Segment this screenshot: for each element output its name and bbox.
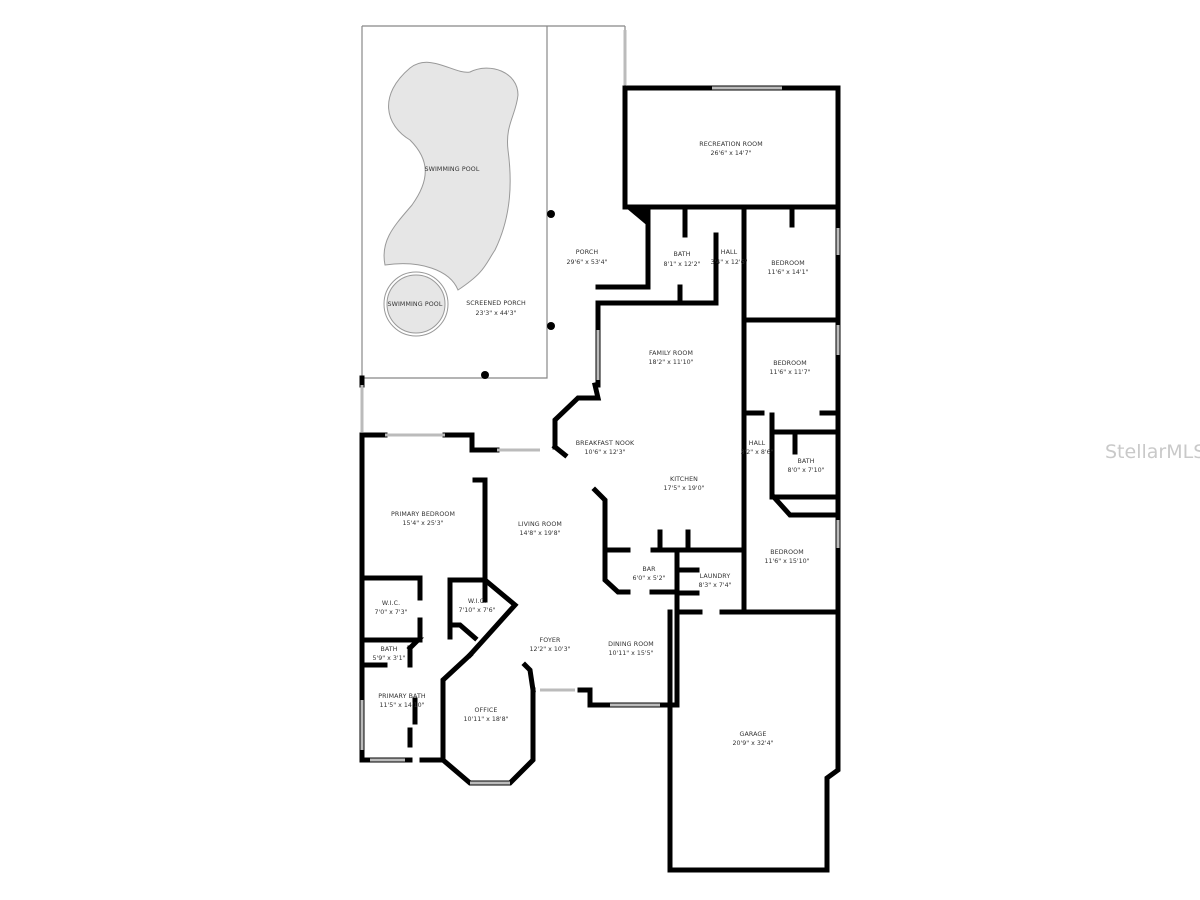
watermark: StellarMLS xyxy=(1105,441,1200,463)
svg-text:7'0" x 7'3": 7'0" x 7'3" xyxy=(374,609,407,616)
svg-text:3'2" x 8'6": 3'2" x 8'6" xyxy=(740,449,773,456)
svg-text:BATH: BATH xyxy=(380,646,397,653)
room-bedroom-2: BEDROOM 11'6" x 11'7" xyxy=(769,360,810,376)
svg-text:12'2" x 10'3": 12'2" x 10'3" xyxy=(529,646,570,653)
svg-text:BATH: BATH xyxy=(673,251,690,258)
room-primary-bedroom: PRIMARY BEDROOM 15'4" x 25'3" xyxy=(391,511,455,527)
room-labels: RECREATION ROOM 26'6" x 14'7" SWIMMING PO… xyxy=(372,141,824,747)
svg-text:LIVING ROOM: LIVING ROOM xyxy=(518,521,562,528)
svg-text:8'1" x 12'2": 8'1" x 12'2" xyxy=(663,261,700,268)
room-family-room: FAMILY ROOM 18'2" x 11'10" xyxy=(648,350,693,366)
svg-text:PORCH: PORCH xyxy=(576,249,599,256)
room-foyer: FOYER 12'2" x 10'3" xyxy=(529,637,570,653)
svg-text:LAUNDRY: LAUNDRY xyxy=(700,573,731,580)
svg-text:7'10" x 7'6": 7'10" x 7'6" xyxy=(458,607,495,614)
svg-text:RECREATION ROOM: RECREATION ROOM xyxy=(699,141,763,148)
svg-text:BAR: BAR xyxy=(642,566,656,573)
svg-text:29'6" x 53'4": 29'6" x 53'4" xyxy=(566,259,607,266)
svg-text:11'6" x 15'10": 11'6" x 15'10" xyxy=(764,558,809,565)
svg-text:BEDROOM: BEDROOM xyxy=(773,360,807,367)
room-hall-2: HALL 3'2" x 8'6" xyxy=(740,440,773,456)
svg-text:11'6" x 11'7": 11'6" x 11'7" xyxy=(769,369,810,376)
room-recreation-room: RECREATION ROOM 26'6" x 14'7" xyxy=(699,141,763,157)
room-hall-1: HALL 3'4" x 12'6" xyxy=(710,249,747,266)
room-bedroom-3: BEDROOM 11'6" x 15'10" xyxy=(764,549,809,565)
room-laundry: LAUNDRY 8'3" x 7'4" xyxy=(698,573,731,589)
swimming-pool-small xyxy=(383,271,449,337)
svg-text:HALL: HALL xyxy=(749,440,766,447)
room-garage: GARAGE 20'9" x 32'4" xyxy=(732,731,773,747)
room-bedroom-1: BEDROOM 11'6" x 14'1" xyxy=(767,260,808,276)
svg-text:20'9" x 32'4": 20'9" x 32'4" xyxy=(732,740,773,747)
room-living-room: LIVING ROOM 14'8" x 19'8" xyxy=(518,521,562,537)
svg-text:SWIMMING POOL: SWIMMING POOL xyxy=(388,301,443,308)
svg-text:10'11" x 15'5": 10'11" x 15'5" xyxy=(608,650,653,657)
svg-text:FAMILY ROOM: FAMILY ROOM xyxy=(649,350,693,357)
svg-text:HALL: HALL xyxy=(721,249,738,256)
room-bath-3: BATH 5'9" x 3'1" xyxy=(372,646,405,662)
room-kitchen: KITCHEN 17'5" x 19'0" xyxy=(663,476,704,492)
room-swimming-pool-large: SWIMMING POOL xyxy=(425,166,480,173)
svg-text:5'9" x 3'1": 5'9" x 3'1" xyxy=(372,655,405,662)
svg-text:17'5" x 19'0": 17'5" x 19'0" xyxy=(663,485,704,492)
room-screened-porch: SCREENED PORCH 23'3" x 44'3" xyxy=(466,300,526,317)
svg-text:15'4" x 25'3": 15'4" x 25'3" xyxy=(402,520,443,527)
svg-text:18'2" x 11'10": 18'2" x 11'10" xyxy=(648,359,693,366)
svg-text:W.I.C.: W.I.C. xyxy=(382,600,400,607)
svg-text:PRIMARY BEDROOM: PRIMARY BEDROOM xyxy=(391,511,455,518)
room-bar: BAR 6'0" x 5'2" xyxy=(632,566,665,582)
swimming-pool-large xyxy=(383,61,519,291)
room-primary-bath: PRIMARY BATH 11'5" x 14'10" xyxy=(378,693,426,709)
svg-text:SWIMMING POOL: SWIMMING POOL xyxy=(425,166,480,173)
svg-text:SCREENED PORCH: SCREENED PORCH xyxy=(466,300,526,307)
room-office: OFFICE 10'11" x 18'8" xyxy=(463,707,508,723)
svg-text:OFFICE: OFFICE xyxy=(474,707,497,714)
room-dining-room: DINING ROOM 10'11" x 15'5" xyxy=(608,641,654,657)
room-bath-2: BATH 8'0" x 7'10" xyxy=(787,458,824,474)
svg-text:BATH: BATH xyxy=(797,458,814,465)
svg-text:FOYER: FOYER xyxy=(540,637,561,644)
svg-text:BEDROOM: BEDROOM xyxy=(771,260,805,267)
svg-text:BEDROOM: BEDROOM xyxy=(770,549,804,556)
screened-porch-outline xyxy=(361,25,626,432)
room-breakfast-nook: BREAKFAST NOOK 10'6" x 12'3" xyxy=(576,440,635,456)
room-swimming-pool-small: SWIMMING POOL xyxy=(388,301,443,308)
svg-text:GARAGE: GARAGE xyxy=(740,731,767,738)
svg-text:W.I.C.: W.I.C. xyxy=(468,598,486,605)
svg-text:3'4" x 12'6": 3'4" x 12'6" xyxy=(710,259,747,266)
room-wic-2: W.I.C. 7'10" x 7'6" xyxy=(458,598,495,614)
svg-text:10'11" x 18'8": 10'11" x 18'8" xyxy=(463,716,508,723)
svg-text:KITCHEN: KITCHEN xyxy=(670,476,698,483)
svg-text:BREAKFAST NOOK: BREAKFAST NOOK xyxy=(576,440,635,447)
svg-text:11'5" x 14'10": 11'5" x 14'10" xyxy=(379,702,424,709)
svg-text:PRIMARY BATH: PRIMARY BATH xyxy=(378,693,426,700)
room-porch: PORCH 29'6" x 53'4" xyxy=(566,249,607,266)
room-wic-1: W.I.C. 7'0" x 7'3" xyxy=(374,600,407,616)
svg-text:DINING ROOM: DINING ROOM xyxy=(608,641,654,648)
svg-text:23'3" x 44'3": 23'3" x 44'3" xyxy=(475,310,516,317)
svg-text:6'0" x 5'2": 6'0" x 5'2" xyxy=(632,575,665,582)
svg-text:11'6" x 14'1": 11'6" x 14'1" xyxy=(767,269,808,276)
svg-text:14'8" x 19'8": 14'8" x 19'8" xyxy=(519,530,560,537)
svg-text:26'6" x 14'7": 26'6" x 14'7" xyxy=(710,150,751,157)
svg-text:8'3" x 7'4": 8'3" x 7'4" xyxy=(698,582,731,589)
windows xyxy=(360,30,840,785)
svg-text:10'6" x 12'3": 10'6" x 12'3" xyxy=(584,449,625,456)
svg-text:8'0" x 7'10": 8'0" x 7'10" xyxy=(787,467,824,474)
room-bath-1: BATH 8'1" x 12'2" xyxy=(663,251,700,268)
